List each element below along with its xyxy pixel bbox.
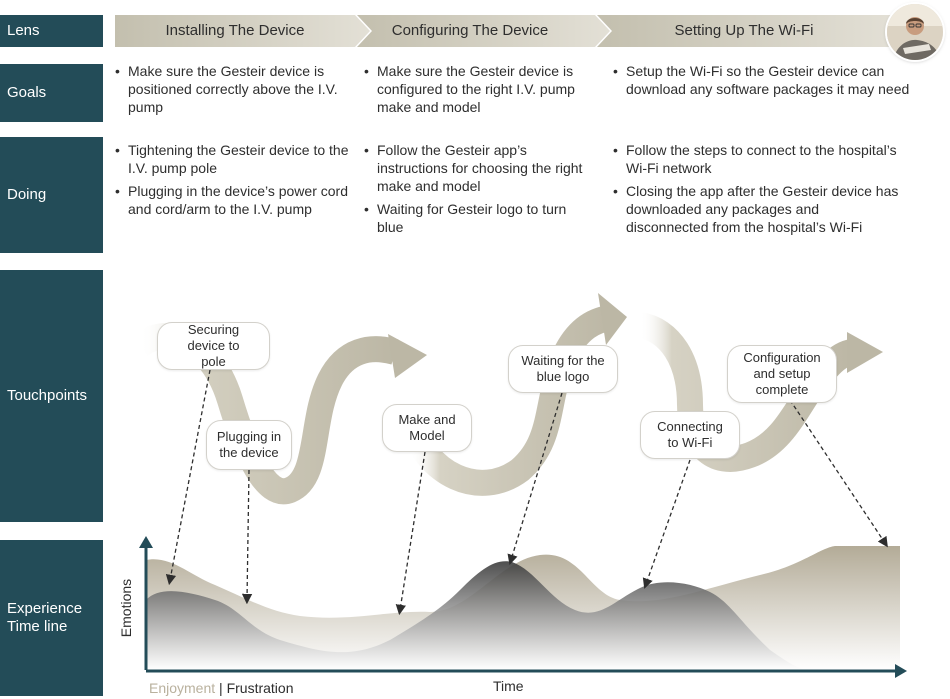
doing-item: Follow the steps to connect to the hospi… <box>613 141 905 177</box>
avatar <box>887 4 943 60</box>
row-label-doing: Doing <box>0 137 103 253</box>
phase-title-wifi: Setting Up The Wi-Fi <box>674 22 814 39</box>
goals-installing: Make sure the Gesteir device is position… <box>115 62 347 121</box>
legend-frustration: Frustration <box>226 680 294 696</box>
goal-item: Make sure the Gesteir device is position… <box>115 62 347 116</box>
doing-item: Closing the app after the Gesteir device… <box>613 182 905 236</box>
x-axis-label: Time <box>493 678 524 694</box>
phase-chevron-2 <box>357 15 610 47</box>
doing-wifi: Follow the steps to connect to the hospi… <box>613 141 905 241</box>
touchpoint-wifi: Connecting to Wi-Fi <box>640 411 740 459</box>
goals-configuring: Make sure the Gesteir device is configur… <box>364 62 602 121</box>
legend-enjoyment: Enjoyment <box>149 680 216 696</box>
path-arrowhead-1 <box>388 334 427 378</box>
phase-bar-chevrons <box>115 15 895 47</box>
doing-configuring: Follow the Gesteir app’s instructions fo… <box>364 141 596 241</box>
connector-complete <box>789 399 888 548</box>
emotion-legend: Enjoyment | Frustration <box>149 679 294 697</box>
connector-securing <box>165 369 211 586</box>
touchpoint-securing: Securing device to pole <box>157 322 270 370</box>
goal-item: Make sure the Gesteir device is configur… <box>364 62 602 116</box>
phase-bar: Installing The Device Configuring The De… <box>115 15 895 47</box>
touchpoint-plugging: Plugging in the device <box>206 420 292 470</box>
connector-make-model <box>395 451 426 616</box>
doing-item: Waiting for Gesteir logo to turn blue <box>364 200 596 236</box>
path-arrowhead-3 <box>847 332 883 373</box>
person-photo-icon <box>887 4 943 60</box>
row-label-goals: Goals <box>0 64 103 122</box>
journey-diagram <box>132 293 907 678</box>
goals-wifi: Setup the Wi-Fi so the Gesteir device ca… <box>613 62 913 103</box>
connector-plugging <box>241 469 253 605</box>
x-axis-arrowhead <box>895 664 907 678</box>
touchpoint-blue-logo: Waiting for the blue logo <box>508 345 618 393</box>
y-axis-arrowhead <box>139 536 153 548</box>
goal-item: Setup the Wi-Fi so the Gesteir device ca… <box>613 62 913 98</box>
connector-blue-logo <box>507 392 563 565</box>
phase-title-installing: Installing The Device <box>165 22 305 39</box>
phase-chevron-1 <box>115 15 370 47</box>
phase-chevron-3 <box>597 15 895 47</box>
connector-wifi <box>642 459 691 589</box>
doing-item: Tightening the Gesteir device to the I.V… <box>115 141 351 177</box>
doing-installing: Tightening the Gesteir device to the I.V… <box>115 141 351 223</box>
y-axis-label: Emotions <box>118 578 134 638</box>
path-arrowhead-2 <box>598 293 627 345</box>
row-label-touchpoints: Touchpoints <box>0 270 103 522</box>
phase-title-configuring: Configuring The Device <box>391 22 549 39</box>
touchpoint-make-model: Make and Model <box>382 404 472 452</box>
row-label-lens: Lens <box>0 15 103 47</box>
touchpoint-path-2 <box>397 305 613 496</box>
doing-item: Follow the Gesteir app’s instructions fo… <box>364 141 596 195</box>
legend-separator: | <box>219 680 223 696</box>
row-label-experience: Experience Time line <box>0 540 103 696</box>
doing-item: Plugging in the device’s power cord and … <box>115 182 351 218</box>
touchpoint-complete: Configuration and setup complete <box>727 345 837 403</box>
